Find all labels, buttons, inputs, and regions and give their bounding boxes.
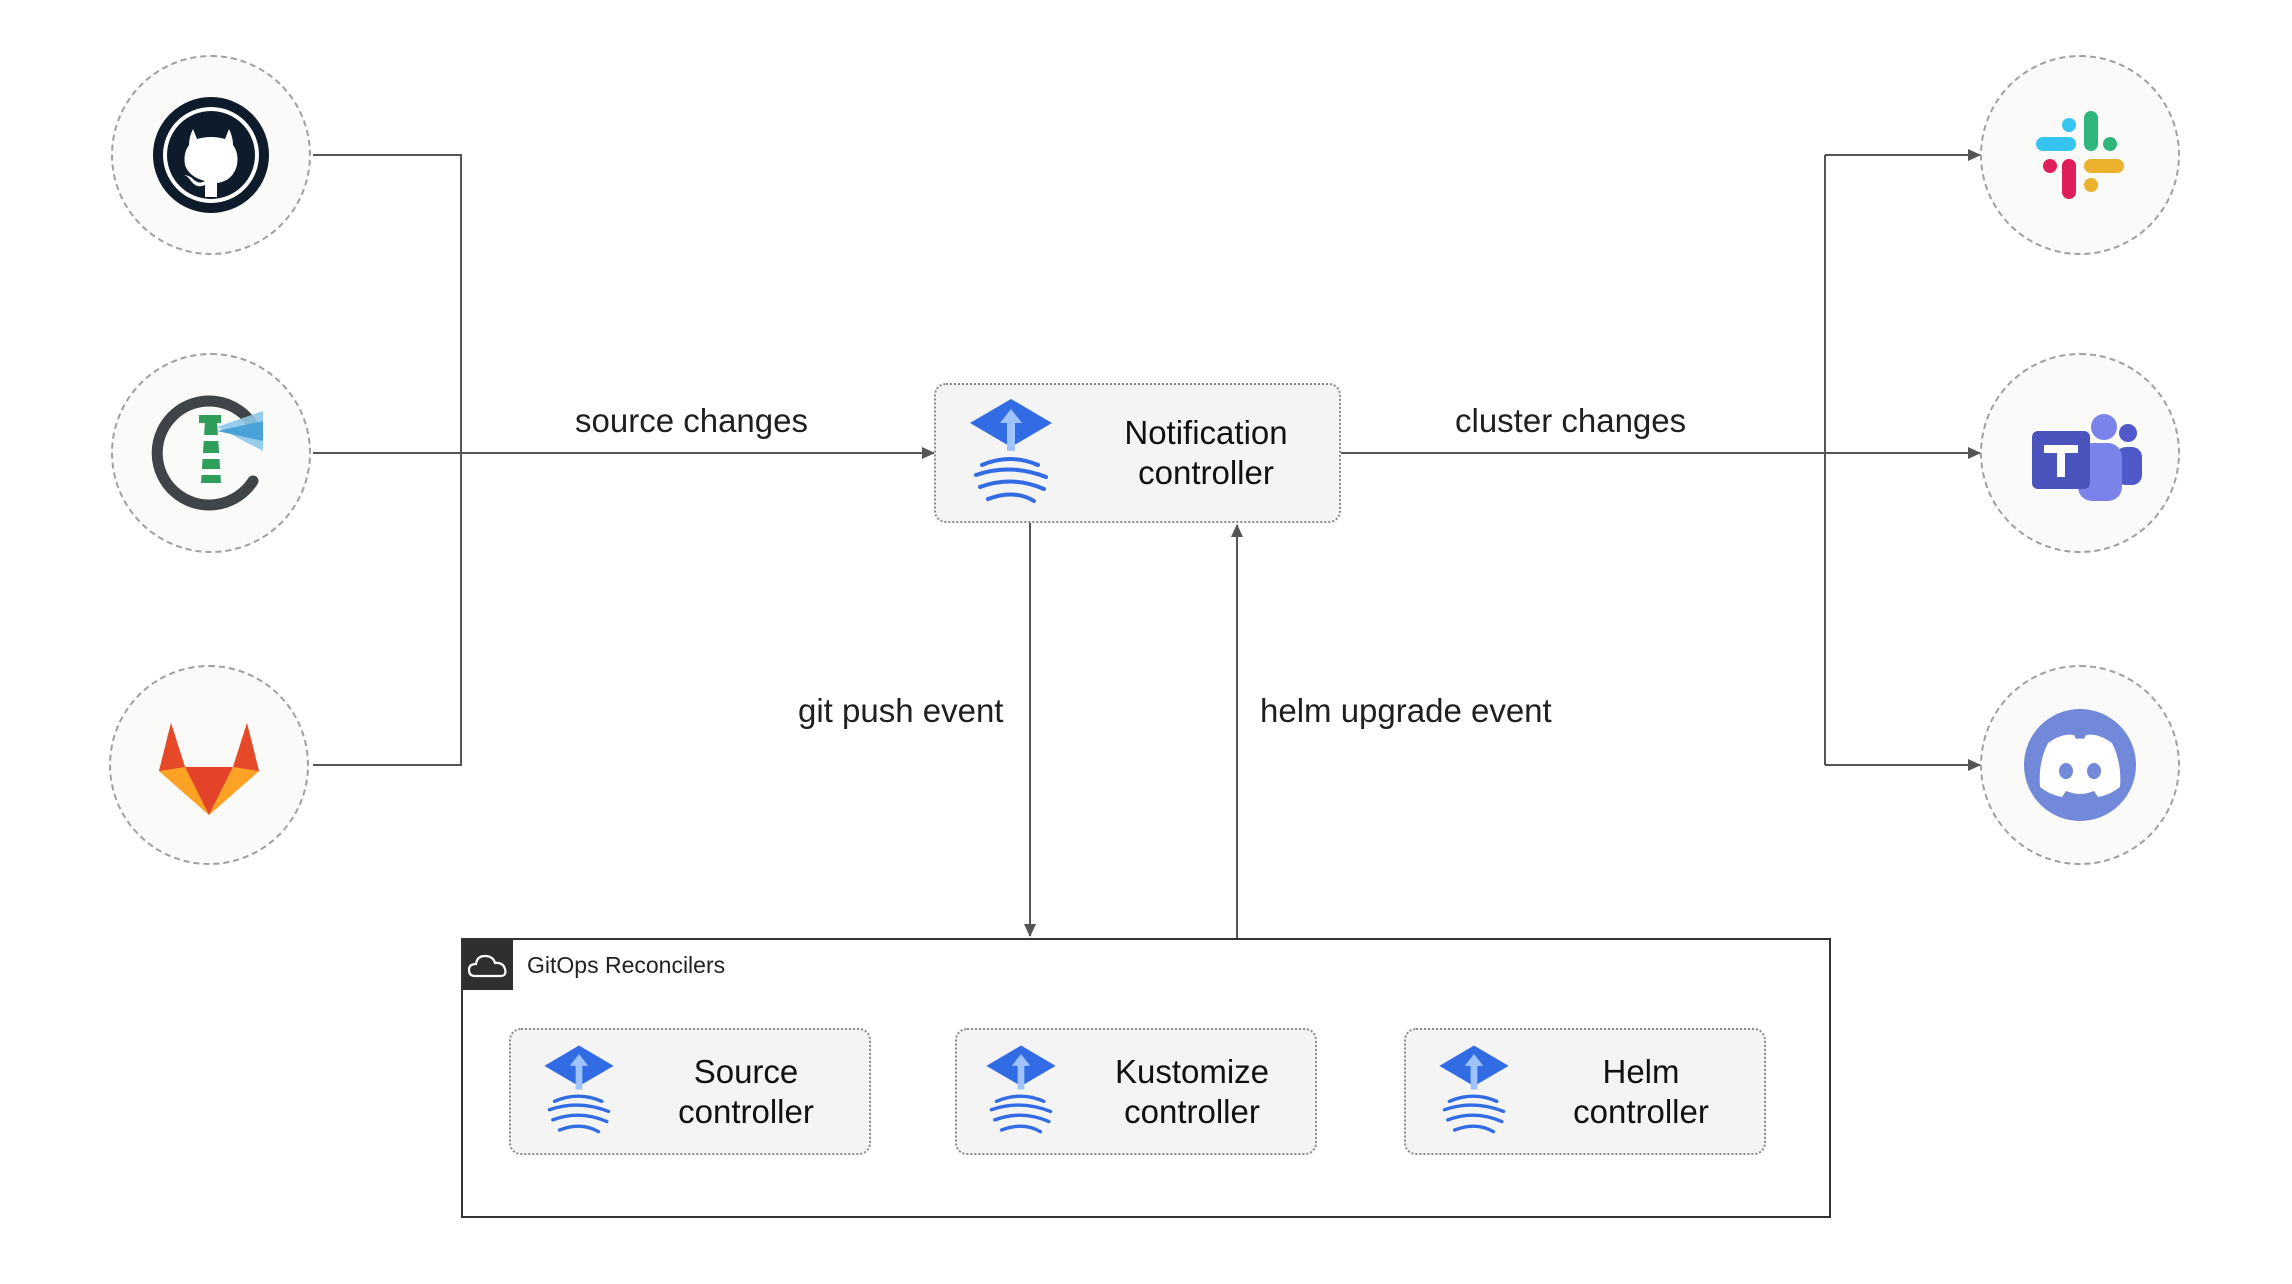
discord-node	[1980, 665, 2180, 865]
gitlab-icon	[159, 723, 259, 815]
source-controller-title: Source	[693, 1053, 799, 1090]
github-node	[111, 55, 311, 255]
notification-controller-box: Notification controller	[934, 383, 1341, 523]
git-push-event-label: git push event	[798, 692, 1004, 729]
microsoft-teams-icon	[2032, 414, 2142, 501]
flux-icon	[544, 1045, 614, 1134]
flux-icon	[1439, 1045, 1509, 1134]
helm-controller-title: Helm	[1602, 1053, 1680, 1090]
slack-icon	[2036, 111, 2124, 199]
gitlab-connector	[313, 453, 462, 766]
flux-icon	[970, 399, 1052, 503]
cluster-changes-label: cluster changes	[1455, 402, 1687, 439]
discord-icon	[2024, 709, 2136, 821]
cloud-icon	[463, 940, 513, 990]
source-controller-box: Source controller	[509, 1028, 871, 1155]
teams-node	[1980, 353, 2180, 553]
gitlab-node	[109, 665, 309, 865]
kustomize-controller-subtitle: controller	[1124, 1093, 1260, 1130]
slack-node	[1980, 55, 2180, 255]
notification-controller-title: Notification	[1124, 414, 1288, 451]
helm-upgrade-event-label: helm upgrade event	[1260, 692, 1552, 729]
kustomize-controller-box: Kustomize controller	[955, 1028, 1317, 1155]
helm-controller-subtitle: controller	[1573, 1093, 1709, 1130]
source-controller-subtitle: controller	[678, 1093, 814, 1130]
github-connector	[313, 154, 462, 453]
notification-controller-subtitle: controller	[1138, 454, 1274, 491]
source-changes-label: source changes	[575, 402, 808, 439]
harbor-lighthouse-icon	[151, 395, 263, 511]
harbor-node	[111, 353, 311, 553]
helm-controller-box: Helm controller	[1404, 1028, 1766, 1155]
gitops-reconcilers-title: GitOps Reconcilers	[527, 952, 726, 978]
flux-icon	[986, 1045, 1056, 1134]
github-icon	[153, 97, 269, 213]
kustomize-controller-title: Kustomize	[1114, 1053, 1270, 1090]
